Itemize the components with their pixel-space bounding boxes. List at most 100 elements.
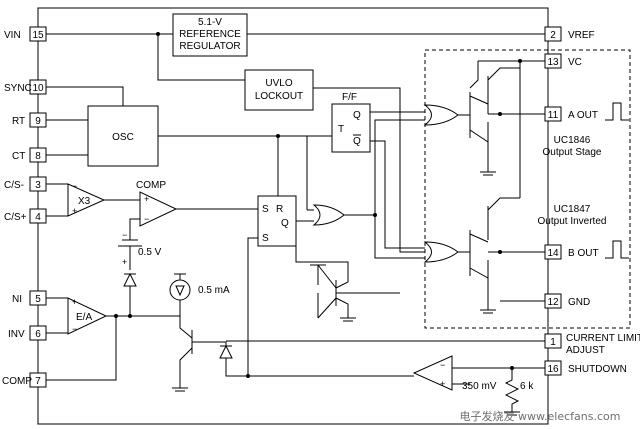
svg-text:OSC: OSC — [112, 132, 134, 143]
output-stage-lower — [458, 197, 545, 314]
svg-text:6 k: 6 k — [520, 381, 534, 392]
svg-text:8: 8 — [35, 151, 41, 162]
svg-text:SYNC: SYNC — [4, 83, 32, 94]
x3-amplifier: − + X3 — [67, 181, 106, 217]
svg-text:Q: Q — [353, 136, 361, 147]
svg-text:5.1-V: 5.1-V — [198, 17, 222, 28]
svg-text:REGULATOR: REGULATOR — [179, 41, 240, 52]
svg-text:CURRENT LIMIT: CURRENT LIMIT — [566, 333, 640, 344]
svg-text:12: 12 — [547, 297, 559, 308]
svg-text:3: 3 — [35, 180, 41, 191]
svg-text:GND: GND — [568, 297, 590, 308]
svg-text:Q: Q — [353, 110, 361, 121]
pin-gnd: 12 GND — [544, 293, 590, 309]
or-gate-upper — [423, 104, 459, 126]
svg-text:UVLO: UVLO — [265, 78, 292, 89]
reference-regulator-block: 5.1-V REFERENCE REGULATOR — [172, 13, 248, 57]
svg-text:−: − — [440, 360, 445, 370]
svg-text:R: R — [276, 204, 283, 215]
shutdown-comparator: − + — [412, 355, 453, 391]
sr-latch-block: S R Q S — [257, 195, 297, 247]
pin-comp: 7 COMP — [2, 372, 47, 388]
svg-text:7: 7 — [35, 376, 41, 387]
pin-inv: 6 INV — [8, 325, 47, 341]
svg-text:+: + — [122, 257, 127, 267]
svg-text:+: + — [72, 297, 77, 307]
svg-text:−: − — [72, 324, 77, 334]
pin-current-limit-adjust: 1 CURRENT LIMIT ADJUST — [544, 333, 640, 356]
svg-text:−: − — [122, 230, 127, 240]
svg-text:13: 13 — [547, 57, 559, 68]
svg-text:15: 15 — [32, 30, 44, 41]
svg-text:T: T — [338, 124, 344, 135]
svg-text:Output Inverted: Output Inverted — [538, 216, 607, 227]
error-amplifier: + − E/A — [67, 297, 108, 335]
svg-text:ADJUST: ADJUST — [566, 345, 605, 356]
svg-text:0.5 mA: 0.5 mA — [198, 285, 230, 296]
svg-text:RT: RT — [12, 116, 25, 127]
svg-text:+: + — [144, 194, 149, 204]
svg-text:14: 14 — [547, 248, 559, 259]
svg-text:A OUT: A OUT — [568, 110, 598, 121]
svg-text:COMP: COMP — [136, 180, 166, 191]
svg-text:4: 4 — [35, 212, 41, 223]
a-out-waveform — [605, 102, 629, 121]
svg-text:16: 16 — [547, 364, 559, 375]
or-gate-latch — [312, 204, 345, 226]
svg-text:S: S — [262, 233, 269, 244]
osc-block: OSC — [87, 105, 159, 167]
svg-text:S: S — [262, 204, 269, 215]
svg-text:LOCKOUT: LOCKOUT — [255, 91, 303, 102]
flip-flop-block: F/F T Q Q — [331, 92, 371, 153]
pin-a-out: 11 A OUT — [544, 106, 598, 122]
b-out-waveform — [605, 240, 629, 259]
svg-text:UC1846: UC1846 — [554, 135, 591, 146]
svg-text:11: 11 — [548, 110, 559, 121]
svg-text:350 mV: 350 mV — [462, 381, 497, 392]
svg-text:+: + — [440, 379, 445, 389]
uvlo-lockout-block: UVLO LOCKOUT — [244, 69, 314, 111]
svg-text:10: 10 — [32, 83, 44, 94]
svg-text:VIN: VIN — [4, 30, 21, 41]
pin-ni: 5 NI — [12, 290, 47, 306]
svg-text:F/F: F/F — [342, 92, 357, 103]
svg-text:6: 6 — [35, 329, 41, 340]
output-stage-upper — [458, 61, 545, 176]
svg-text:E/A: E/A — [76, 312, 92, 323]
watermark: 电子发烧友 www.elecfans.com — [460, 409, 621, 423]
svg-text:REFERENCE: REFERENCE — [179, 29, 241, 40]
comp-comparator: COMP + − — [136, 180, 178, 227]
pin-vc: 13 VC — [544, 53, 582, 69]
pin-shutdown: 16 SHUTDOWN — [544, 360, 627, 376]
pin-b-out: 14 B OUT — [544, 244, 599, 260]
svg-text:1: 1 — [550, 337, 556, 348]
svg-text:0.5 V: 0.5 V — [138, 247, 162, 258]
svg-text:Q: Q — [281, 218, 289, 229]
output-stage-region — [424, 49, 631, 329]
svg-text:Output Stage: Output Stage — [543, 147, 602, 158]
svg-text:SHUTDOWN: SHUTDOWN — [568, 364, 627, 375]
svg-text:2: 2 — [550, 30, 556, 41]
svg-text:C/S+: C/S+ — [4, 212, 27, 223]
svg-text:INV: INV — [8, 329, 25, 340]
pin-ct: 8 CT — [12, 147, 47, 163]
svg-text:VC: VC — [568, 57, 582, 68]
svg-text:+: + — [72, 206, 77, 216]
svg-text:C/S-: C/S- — [4, 180, 24, 191]
svg-text:COMP: COMP — [2, 376, 32, 387]
svg-text:CT: CT — [12, 151, 25, 162]
svg-text:−: − — [72, 181, 77, 191]
svg-text:9: 9 — [35, 116, 41, 127]
pin-cs-minus: 3 C/S- — [4, 176, 47, 192]
svg-text:−: − — [144, 214, 149, 224]
pin-rt: 9 RT — [12, 112, 47, 128]
pin-sync: 10 SYNC — [4, 79, 47, 95]
or-gate-lower — [423, 241, 459, 263]
svg-text:X3: X3 — [78, 196, 91, 207]
svg-text:VREF: VREF — [568, 30, 595, 41]
pin-vref: 2 VREF — [544, 26, 595, 42]
svg-text:UC1847: UC1847 — [554, 204, 591, 215]
svg-text:5: 5 — [35, 294, 41, 305]
svg-text:B OUT: B OUT — [568, 248, 599, 259]
